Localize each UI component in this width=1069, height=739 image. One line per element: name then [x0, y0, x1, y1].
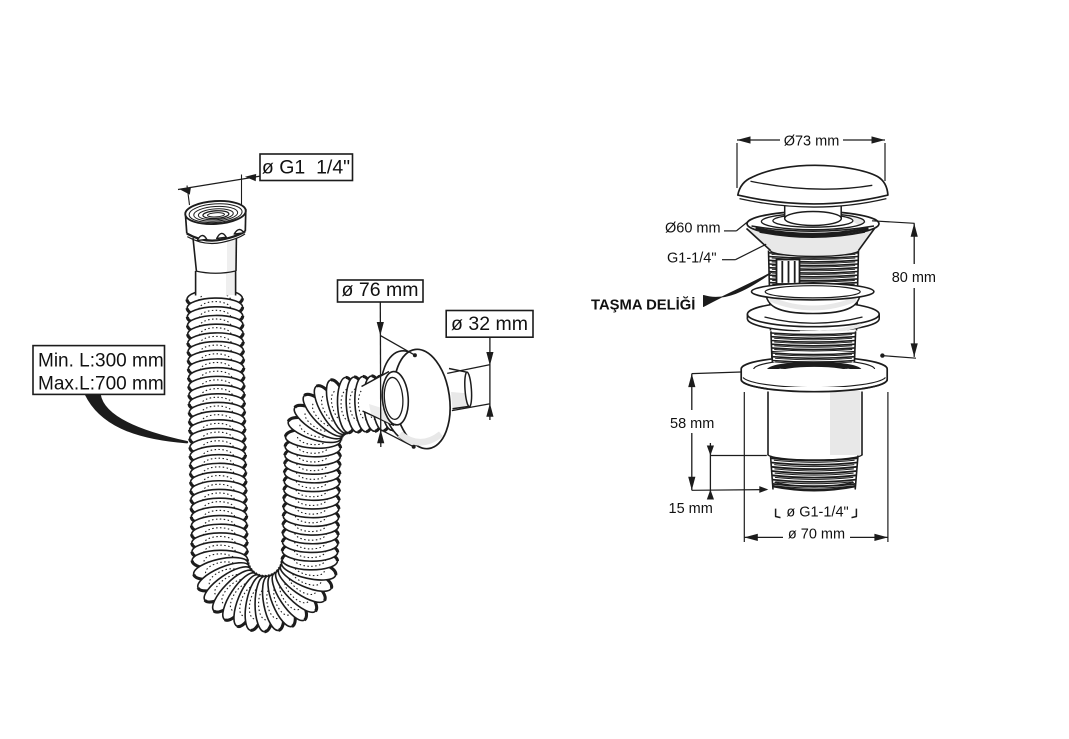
svg-text:ø G1-1/4": ø G1-1/4" [786, 505, 848, 521]
svg-text:TAŞMA DELİĞİ: TAŞMA DELİĞİ [591, 296, 695, 314]
svg-text:ø G1 1/4": ø G1 1/4" [262, 157, 350, 179]
svg-text:ø 32 mm: ø 32 mm [451, 313, 528, 335]
svg-text:Max.L:700 mm: Max.L:700 mm [38, 374, 164, 395]
svg-text:80 mm: 80 mm [892, 270, 936, 286]
svg-text:Min. L:300 mm: Min. L:300 mm [38, 351, 164, 372]
svg-text:Ø60 mm: Ø60 mm [665, 221, 721, 237]
svg-text:15 mm: 15 mm [669, 501, 713, 517]
svg-text:G1-1/4": G1-1/4" [667, 251, 716, 267]
svg-text:58 mm: 58 mm [670, 416, 714, 432]
svg-text:Ø73 mm: Ø73 mm [784, 134, 840, 150]
svg-text:ø 76 mm: ø 76 mm [342, 279, 419, 301]
svg-text:ø 70 mm: ø 70 mm [788, 527, 845, 543]
